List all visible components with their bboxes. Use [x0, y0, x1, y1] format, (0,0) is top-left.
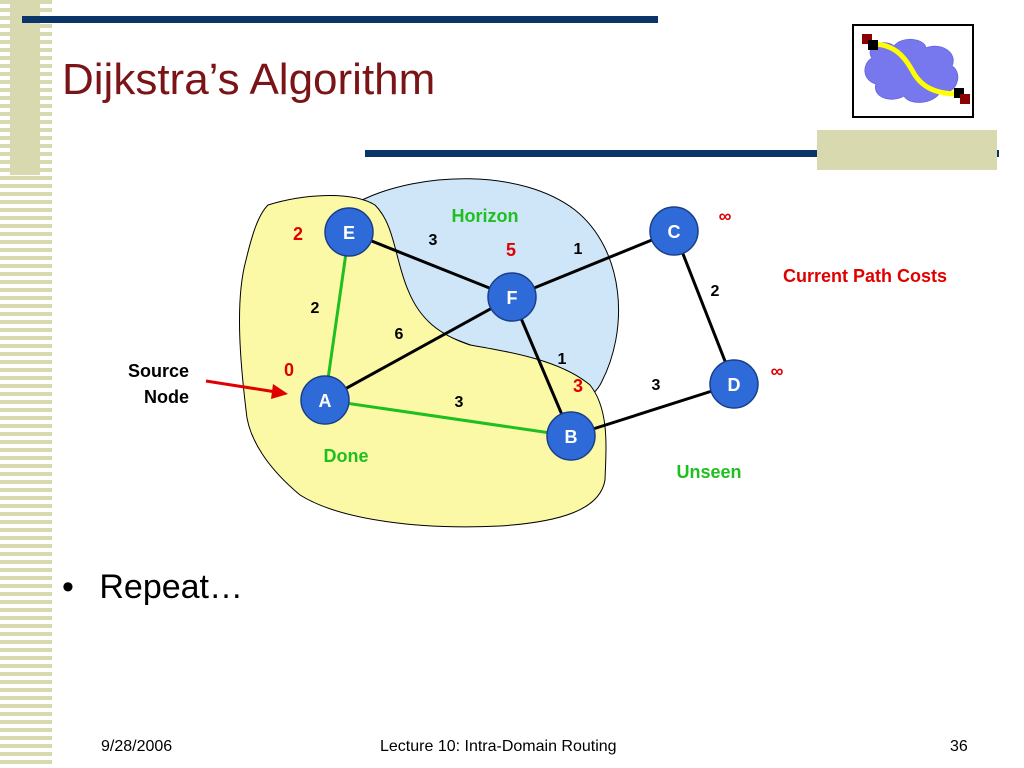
- node-F: F: [487, 272, 537, 322]
- edge-A-B: [324, 398, 572, 438]
- title-underline-rule: [365, 150, 999, 157]
- cost-D: ∞: [771, 361, 784, 381]
- svg-text:D: D: [728, 375, 741, 395]
- cost-A: 0: [284, 360, 294, 380]
- weight-C-D: 2: [711, 283, 720, 300]
- source-arrow: [205, 379, 277, 394]
- top-rule: [22, 16, 658, 23]
- cost-F: 5: [506, 240, 516, 260]
- cost-B: 3: [573, 376, 583, 396]
- path-curve: [871, 41, 959, 97]
- footer-course: Lecture 10: Intra-Domain Routing: [380, 738, 617, 755]
- bullet-text: Repeat…: [99, 568, 243, 606]
- unseen-label: Unseen: [676, 462, 741, 482]
- rule-accent-box: [817, 130, 997, 170]
- edge-B-D: [570, 382, 735, 438]
- edge-F-C: [511, 229, 675, 299]
- svg-text:C: C: [668, 222, 681, 242]
- svg-text:A: A: [319, 391, 332, 411]
- horizon-label: Horizon: [452, 206, 519, 226]
- left-stripe-accent: [10, 0, 40, 175]
- edge-A-F: [324, 295, 513, 402]
- footer-page-number: 36: [950, 738, 968, 755]
- node-A: A: [300, 375, 350, 425]
- source-arrowhead: [271, 384, 288, 399]
- start-marker: [862, 34, 872, 44]
- edge-A-E: [323, 231, 351, 401]
- node-D: D: [709, 359, 759, 409]
- node-E: E: [324, 207, 374, 257]
- weight-A-E: 2: [311, 300, 320, 317]
- svg-text:B: B: [565, 427, 578, 447]
- node-C: C: [649, 206, 699, 256]
- edge-C-D: [672, 230, 736, 385]
- weight-F-C: 1: [574, 241, 583, 258]
- footer-date: 9/28/2006: [101, 738, 173, 755]
- weight-E-F: 3: [429, 232, 438, 249]
- source-node-label-line2: Node: [144, 387, 189, 407]
- cost-C: ∞: [719, 206, 732, 226]
- bullet-item: • Repeat…: [62, 568, 243, 607]
- weight-B-D: 3: [652, 377, 661, 394]
- cost-E: 2: [293, 224, 303, 244]
- node-B: B: [546, 411, 596, 461]
- weight-F-B: 1: [558, 351, 567, 368]
- svg-text:F: F: [507, 288, 518, 308]
- source-node-label-line1: Source: [128, 361, 189, 381]
- svg-text:E: E: [343, 223, 355, 243]
- end-marker: [954, 88, 964, 98]
- slide-title: Dijkstra’s Algorithm: [62, 55, 436, 104]
- edge-F-B: [510, 296, 573, 437]
- network-cloud-logo: [852, 24, 974, 118]
- done-label: Done: [324, 446, 369, 466]
- weight-A-F: 6: [395, 326, 404, 343]
- edge-E-F: [348, 230, 513, 299]
- current-path-costs-label: Current Path Costs: [783, 266, 947, 286]
- weight-A-B: 3: [455, 394, 464, 411]
- bullet-marker: •: [62, 568, 74, 606]
